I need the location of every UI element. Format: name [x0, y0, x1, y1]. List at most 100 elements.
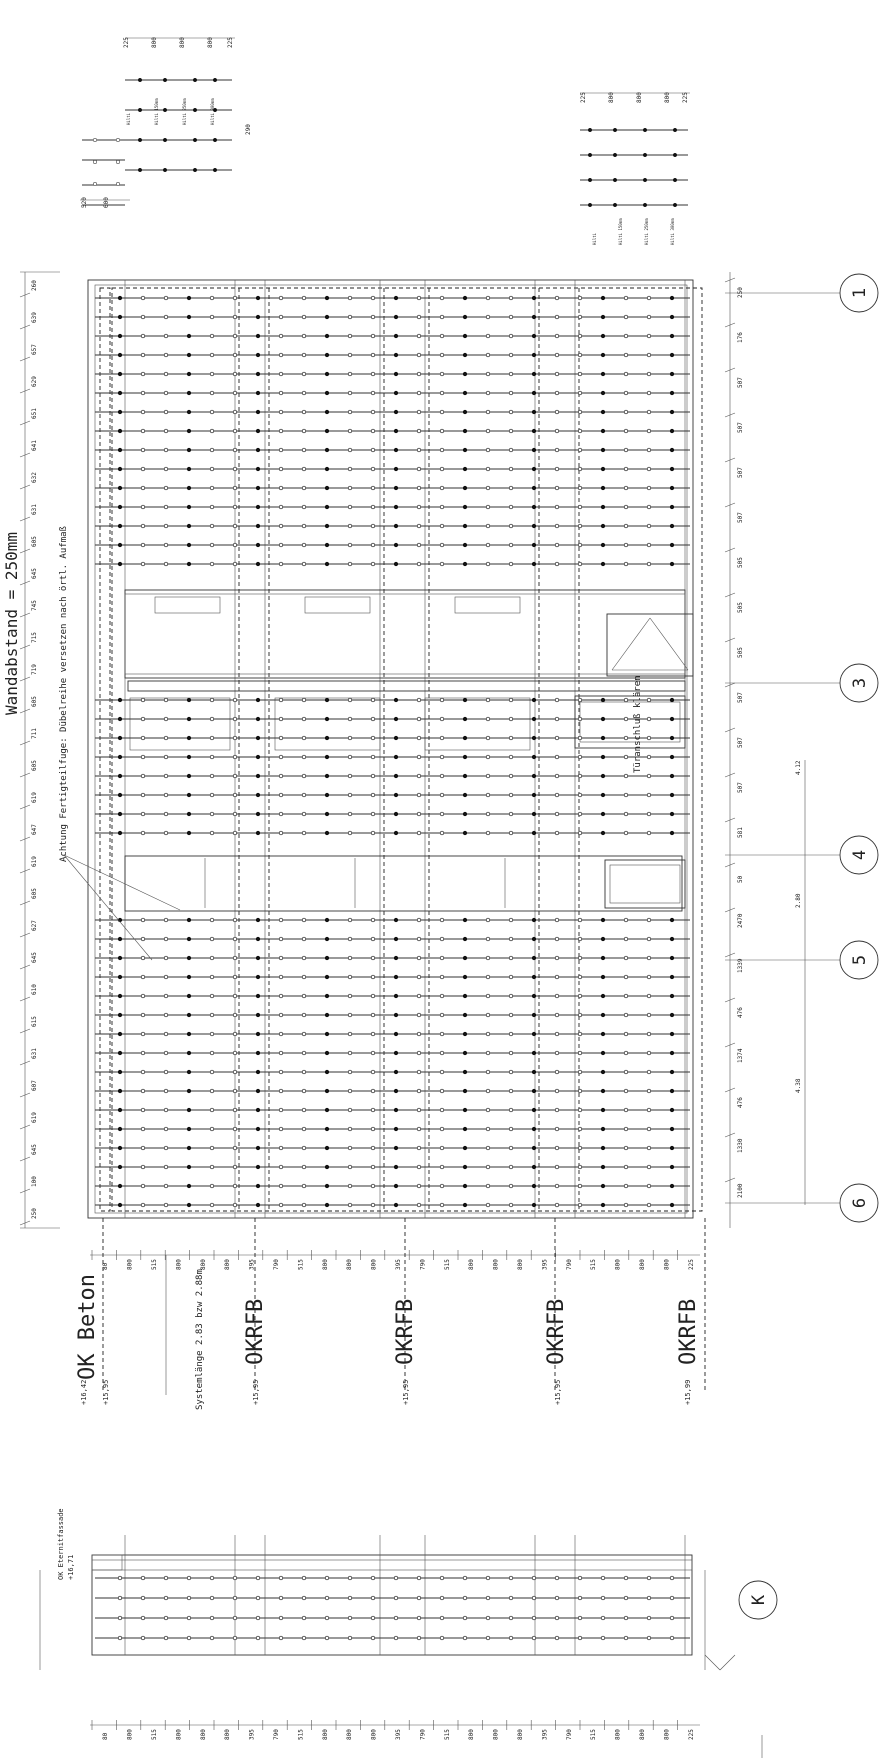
dowel: [186, 504, 192, 510]
dowel: [416, 1145, 422, 1151]
dowel: [393, 735, 399, 741]
dowel: [439, 830, 445, 836]
dowel: [485, 352, 491, 358]
dowel: [623, 1031, 629, 1037]
dowel: [117, 371, 123, 377]
dowel: [531, 697, 537, 703]
left-dim-value: 619: [31, 856, 38, 867]
dowel: [186, 409, 192, 415]
bottom-dim-value: 800: [175, 1259, 182, 1270]
dowel: [232, 523, 238, 529]
dowel: [554, 1635, 560, 1641]
dowel: [209, 542, 215, 548]
dowel: [163, 993, 169, 999]
dim-tick: [19, 1028, 31, 1034]
dowel: [416, 333, 422, 339]
dowel: [117, 1615, 123, 1621]
dowel: [301, 485, 307, 491]
bottom-dim-value: 800: [322, 1259, 329, 1270]
dowel: [209, 466, 215, 472]
dowel: [439, 447, 445, 453]
dowel: [646, 773, 652, 779]
dowel: [439, 523, 445, 529]
dowel: [623, 542, 629, 548]
dowel: [669, 333, 675, 339]
dowel: [531, 955, 537, 961]
dowel: [324, 1126, 330, 1132]
dowel: [117, 1050, 123, 1056]
dowel: [232, 352, 238, 358]
dowel: [462, 697, 468, 703]
dowel: [140, 409, 146, 415]
dowel: [117, 1031, 123, 1037]
dowel: [623, 466, 629, 472]
dowel: [485, 917, 491, 923]
dowel: [485, 1183, 491, 1189]
dowel: [485, 390, 491, 396]
dowel: [117, 314, 123, 320]
dowel: [508, 811, 514, 817]
dowel: [623, 428, 629, 434]
dowel: [485, 754, 491, 760]
dowel: [278, 1164, 284, 1170]
dowel: [439, 1615, 445, 1621]
dowel: [278, 371, 284, 377]
dowel: [370, 561, 376, 567]
dowel: [301, 974, 307, 980]
dowel: [186, 1126, 192, 1132]
dowel: [439, 917, 445, 923]
dowel: [186, 428, 192, 434]
dowel: [439, 1012, 445, 1018]
dowel: [140, 333, 146, 339]
bottom-dim-value: 800: [639, 1259, 646, 1270]
dowel: [278, 955, 284, 961]
dowel: [416, 1615, 422, 1621]
dowel: [462, 1145, 468, 1151]
dowel: [163, 523, 169, 529]
dowel: [554, 523, 560, 529]
bottom2-dim-value: 800: [224, 1729, 231, 1740]
right-dim-value: 507: [737, 467, 744, 478]
dowel: [347, 1107, 353, 1113]
dowel: [347, 936, 353, 942]
ok-beton-label: OK Beton: [75, 1274, 100, 1380]
dowel: [531, 409, 537, 415]
dowel: [278, 1069, 284, 1075]
dowel: [117, 447, 123, 453]
dowel: [623, 523, 629, 529]
dowel: [508, 561, 514, 567]
dim-tick: [19, 516, 31, 522]
dowel: [186, 333, 192, 339]
dowel: [209, 561, 215, 567]
dowel: [301, 792, 307, 798]
left-dim-value: 719: [31, 664, 38, 675]
dowel: [577, 1145, 583, 1151]
dowel: [623, 697, 629, 703]
detail-tag: Hilti 300mm: [210, 98, 215, 125]
dowel: [669, 1595, 675, 1601]
dowel: [439, 428, 445, 434]
dowel: [600, 1088, 606, 1094]
dowel: [232, 1575, 238, 1581]
dowel: [669, 485, 675, 491]
dowel: [393, 390, 399, 396]
dowel: [163, 352, 169, 358]
dowel: [462, 1069, 468, 1075]
dowel: [485, 1595, 491, 1601]
dowel: [209, 830, 215, 836]
dowel: [370, 1012, 376, 1018]
dowel: [140, 1012, 146, 1018]
detail-dot: [212, 107, 218, 113]
detail-dim: 800: [207, 37, 214, 48]
dowel: [393, 1615, 399, 1621]
dowel: [117, 811, 123, 817]
dowel: [324, 716, 330, 722]
dowel: [577, 352, 583, 358]
dowel: [646, 409, 652, 415]
dowel: [439, 773, 445, 779]
dowel: [531, 830, 537, 836]
dowel: [255, 1595, 261, 1601]
dowel: [163, 1145, 169, 1151]
dowel: [232, 955, 238, 961]
